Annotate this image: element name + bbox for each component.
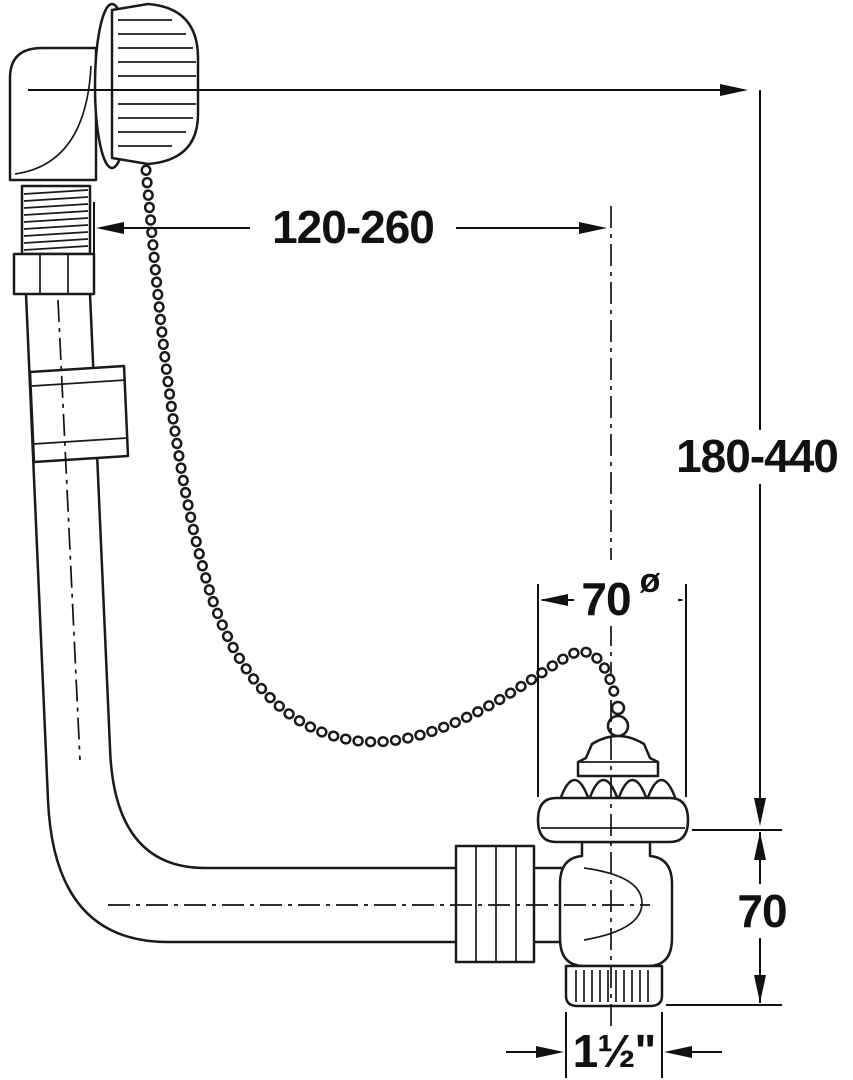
dimensions: 180-440 120-260 70 ø bbox=[28, 84, 853, 1078]
pipe-center-line-diagonal bbox=[57, 299, 81, 761]
drain-body bbox=[558, 840, 674, 968]
overflow-knob bbox=[110, 2, 200, 166]
label-diameter-symbol: ø bbox=[640, 562, 661, 600]
overflow-assembly bbox=[8, 2, 200, 296]
overflow-collar bbox=[12, 252, 96, 296]
label-horizontal-span: 120-260 bbox=[272, 201, 434, 253]
drain-plug bbox=[576, 700, 660, 778]
label-outlet-thread: 1½" bbox=[573, 1025, 656, 1077]
overflow-thread bbox=[20, 184, 92, 256]
dimension-vertical-span: 180-440 bbox=[28, 84, 853, 831]
dimension-drain-diameter: 70 ø bbox=[537, 560, 687, 797]
center-lines bbox=[57, 206, 650, 1078]
dimension-outlet-height: 70 bbox=[666, 832, 792, 1006]
strainer-flange bbox=[536, 796, 690, 844]
label-drain-diameter: 70 bbox=[581, 573, 630, 625]
drain-outlet bbox=[564, 964, 664, 1008]
dimension-horizontal-span: 120-260 bbox=[93, 198, 607, 254]
plug-chain bbox=[140, 164, 622, 748]
flexible-pipe bbox=[24, 293, 458, 944]
overflow-body bbox=[8, 46, 98, 182]
label-vertical-span: 180-440 bbox=[676, 430, 838, 482]
union-nut bbox=[454, 844, 536, 964]
pipe-sleeve bbox=[28, 364, 130, 464]
dimension-outlet-thread: 1½" bbox=[506, 1012, 722, 1078]
drain-assembly bbox=[534, 700, 690, 1008]
label-outlet-height: 70 bbox=[737, 885, 786, 937]
